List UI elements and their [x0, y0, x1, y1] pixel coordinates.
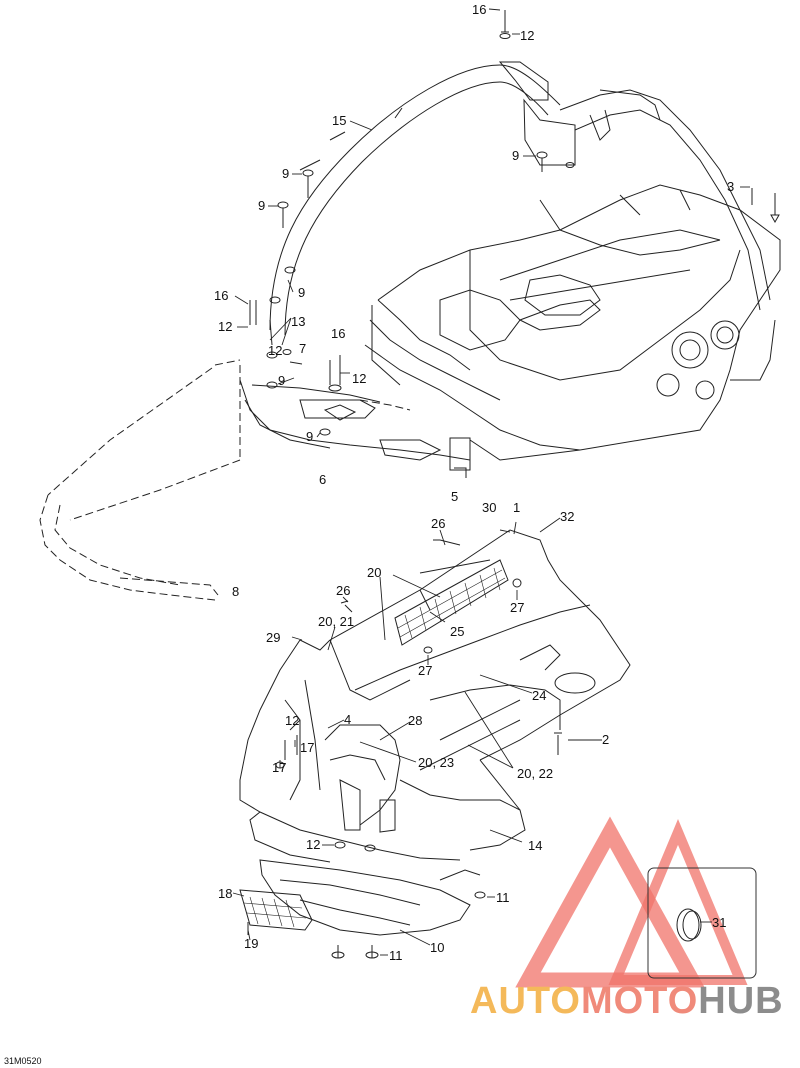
callout: 29 — [266, 630, 280, 645]
watermark-part-moto: MOTO — [580, 980, 699, 1022]
callout: 14 — [528, 838, 542, 853]
watermark-text: AUTOMOTOHUB — [470, 982, 784, 1020]
callout-labels: 16 12 15 9 9 9 3 9 16 12 13 12 7 16 9 12… — [214, 2, 734, 963]
callout: 15 — [332, 113, 346, 128]
callout: 25 — [450, 624, 464, 639]
diagram-code: 31M0520 — [4, 1056, 42, 1066]
callout: 17 — [300, 740, 314, 755]
callout: 20, 22 — [517, 766, 553, 781]
callout: 27 — [510, 600, 524, 615]
callout: 8 — [232, 584, 239, 599]
callout: 18 — [218, 886, 232, 901]
watermark-part-auto: AUTO — [470, 980, 581, 1022]
callout: 9 — [512, 148, 519, 163]
callout: 20 — [367, 565, 381, 580]
callout: 11 — [496, 890, 510, 905]
callout: 12 — [306, 837, 320, 852]
callout: 16 — [472, 2, 486, 17]
callout: 10 — [430, 940, 444, 955]
callout: 11 — [389, 948, 403, 963]
callout: 9 — [258, 198, 265, 213]
frame-assembly — [39, 10, 781, 601]
callout: 12 — [218, 319, 232, 334]
callout: 7 — [299, 341, 306, 356]
watermark-logo — [515, 816, 748, 988]
callout: 1 — [513, 500, 520, 515]
callout: 4 — [344, 712, 351, 727]
callout: 12 — [285, 713, 299, 728]
callout: 13 — [291, 314, 305, 329]
callout: 17 — [272, 760, 286, 775]
callout: 28 — [408, 713, 422, 728]
watermark-part-hub: HUB — [698, 980, 784, 1022]
callout: 9 — [282, 166, 289, 181]
callout: 9 — [306, 429, 313, 444]
callout: 9 — [278, 373, 285, 388]
callout: 24 — [532, 688, 546, 703]
callout: 31 — [712, 915, 726, 930]
callout: 20, 23 — [418, 755, 454, 770]
callout: 2 — [602, 732, 609, 747]
callout: 12 — [520, 28, 534, 43]
callout: 3 — [727, 179, 734, 194]
callout: 32 — [560, 509, 574, 524]
callout: 5 — [451, 489, 458, 504]
callout: 26 — [336, 583, 350, 598]
callout: 30 — [482, 500, 496, 515]
callout: 12 — [268, 343, 282, 358]
callout: 16 — [331, 326, 345, 341]
callout: 19 — [244, 936, 258, 951]
callout: 6 — [319, 472, 326, 487]
callout: 16 — [214, 288, 228, 303]
callout: 12 — [352, 371, 366, 386]
callout: 20, 21 — [318, 614, 354, 629]
bottom-pan-assembly — [239, 529, 757, 979]
callout: 27 — [418, 663, 432, 678]
callout: 9 — [298, 285, 305, 300]
callout: 26 — [431, 516, 445, 531]
leader-lines — [232, 8, 750, 956]
